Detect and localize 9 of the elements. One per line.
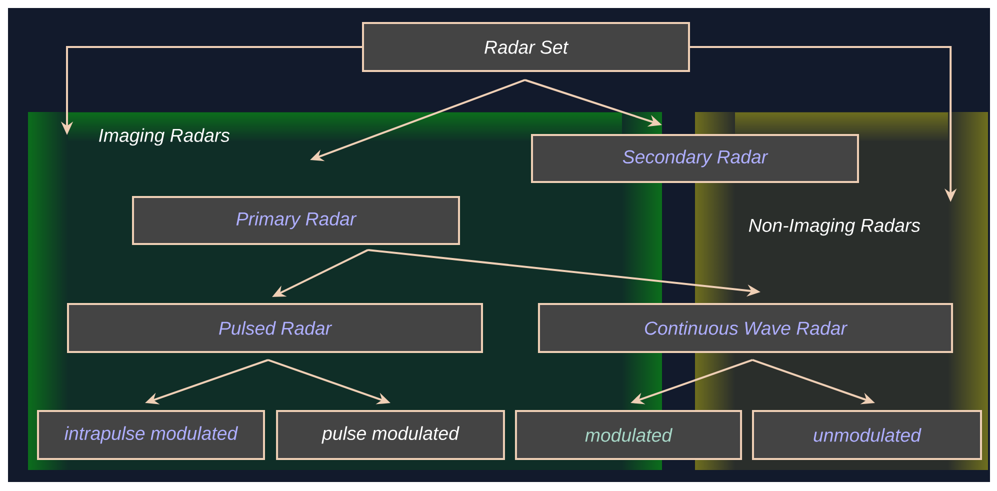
radar-type-box: intrapulse modulated xyxy=(37,410,265,460)
radar-type-box: Radar Set xyxy=(362,22,690,72)
radar-type-box: modulated xyxy=(514,410,742,460)
radar-type-box: unmodulated xyxy=(752,410,982,460)
radar-type-box: Primary Radar xyxy=(132,196,460,245)
radar-type-box: Continuous Wave Radar xyxy=(538,303,954,353)
radar-type-box: Secondary Radar xyxy=(531,134,859,183)
radar-type-box: pulse modulated xyxy=(276,410,505,460)
radar-type-box: Pulsed Radar xyxy=(67,303,483,353)
